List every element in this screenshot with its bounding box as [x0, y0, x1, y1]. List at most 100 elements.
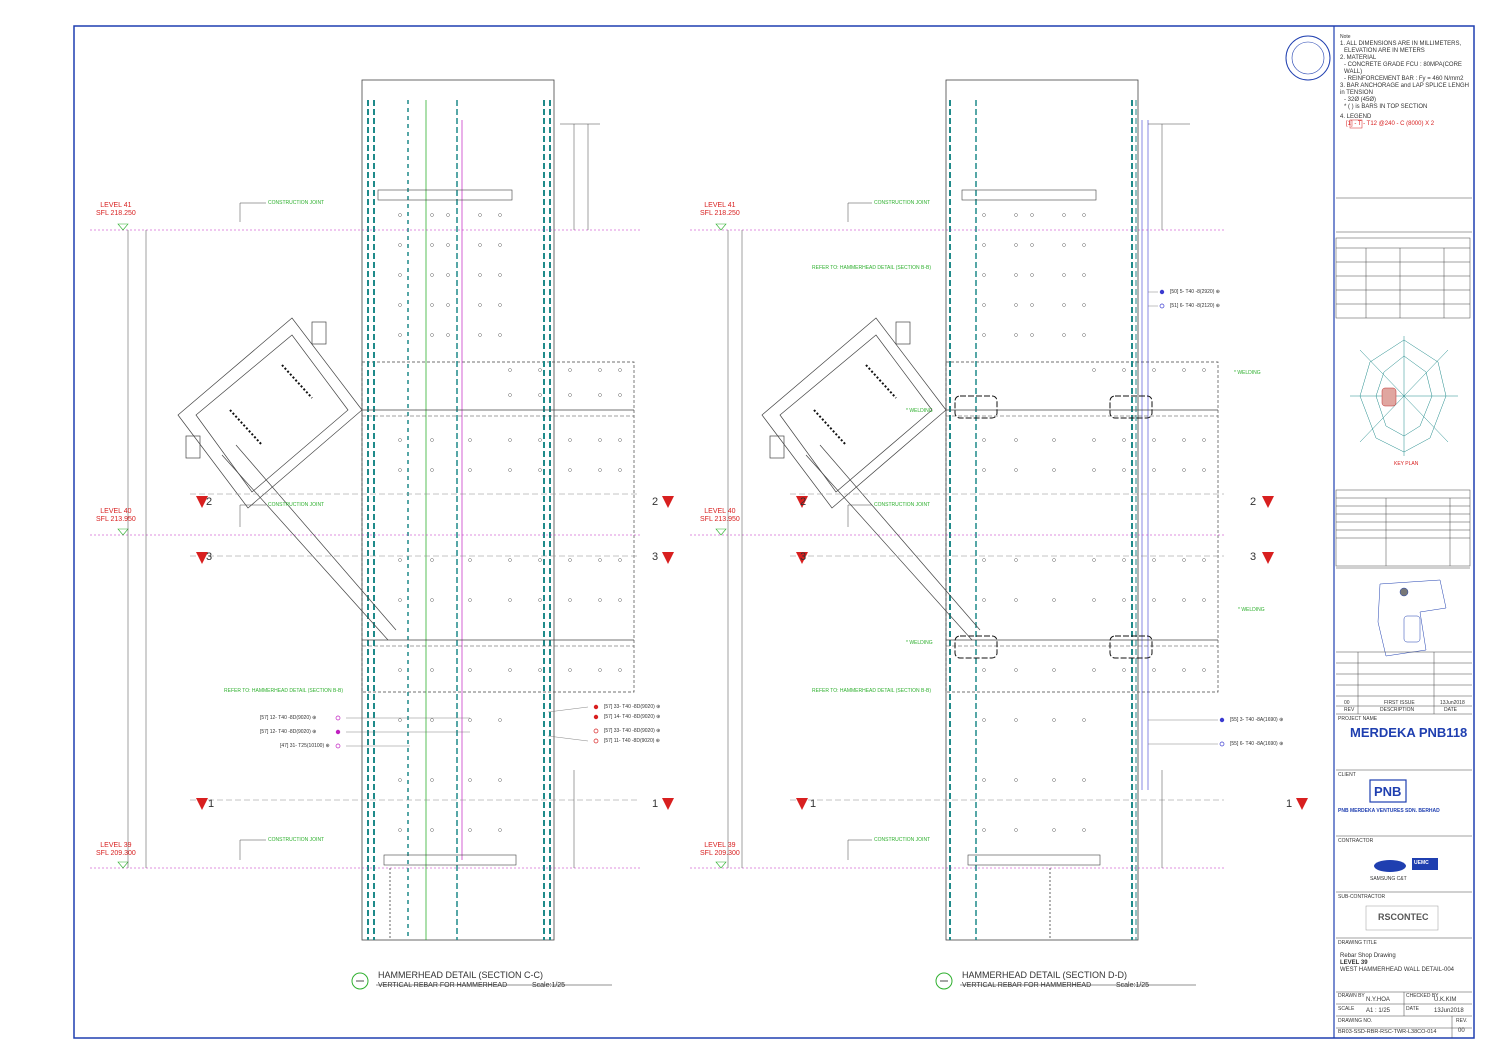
key-plan-diagram	[1350, 336, 1458, 456]
level-lines-right	[690, 223, 1224, 869]
checked-by: U.K.KIM	[1434, 997, 1457, 1003]
welding-label: * WELDING	[1234, 370, 1261, 376]
section-number: 3	[652, 551, 659, 563]
level-name: LEVEL 41	[100, 202, 132, 209]
level-sfl: SFL 218.250	[96, 210, 136, 217]
construction-joint-label: CONSTRUCTION JOINT	[268, 837, 325, 843]
drawing-number-label: DRAWING NO.	[1338, 1018, 1373, 1024]
contractor-label: CONTRACTOR	[1338, 838, 1374, 844]
key-plan-highlight	[1381, 387, 1397, 407]
drawing-title-line: Rebar Shop Drawing	[1340, 953, 1396, 959]
construction-joint-label: CONSTRUCTION JOINT	[874, 200, 931, 206]
refer-hammerhead-label: REFER TO: HAMMERHEAD DETAIL (SECTION B-B…	[812, 265, 931, 271]
note-line: * ( ) is BARS IN TOP SECTION	[1344, 104, 1428, 110]
drawn-by-label: DRAWN BY	[1338, 993, 1365, 999]
section-number: 2	[800, 496, 807, 508]
construction-joint-label: CONSTRUCTION JOINT	[268, 502, 325, 508]
level-name: LEVEL 40	[704, 508, 736, 515]
bar-callout: [57] 14- T40 -8D(9020) ⊕	[604, 714, 661, 720]
scale-label: SCALE	[1338, 1006, 1355, 1012]
welding-label: * WELDING	[906, 408, 933, 414]
samsung-logo-text: SAMSUNG C&T	[1370, 876, 1407, 882]
wall-outline-right	[945, 79, 1139, 941]
section-number: 1	[1286, 798, 1293, 810]
drawing-title-label: DRAWING TITLE	[1338, 940, 1377, 946]
client-logo: PNB	[1374, 784, 1402, 799]
view-section-d-d	[690, 79, 1308, 990]
drawing-rev: 00	[1458, 1028, 1465, 1034]
section-marker-2-right	[662, 496, 674, 508]
view-title: HAMMERHEAD DETAIL (SECTION D-D)	[962, 970, 1128, 980]
rev-header-date: DATE	[1444, 707, 1457, 713]
bar-callout: [57] 12- T40 -8D(9020) ⊕	[260, 715, 317, 721]
welding-box	[954, 395, 998, 419]
client-logo-box	[1369, 779, 1407, 803]
dowel-dot-grid-left	[398, 213, 622, 832]
level-sfl: SFL 209.300	[96, 850, 136, 857]
section-number: 3	[800, 551, 807, 563]
rev-date: 13Jun2018	[1440, 700, 1465, 706]
rev-header-rev: REV	[1344, 707, 1355, 713]
welding-label: * WELDING	[906, 640, 933, 646]
section-number: 2	[206, 496, 213, 508]
view-subtitle: VERTICAL REBAR FOR HAMMERHEAD	[962, 982, 1092, 989]
notes-heading: Note	[1340, 34, 1351, 40]
section-marker-2-left	[196, 496, 208, 508]
level-sfl: SFL 209.300	[700, 850, 740, 857]
wall-outline	[361, 79, 555, 941]
subcontractor-logo-text: RSCONTEC	[1378, 912, 1429, 922]
welding-box	[1109, 395, 1153, 419]
client-name: PNB MERDEKA VENTURES SDN. BERHAD	[1338, 808, 1440, 814]
welding-box	[954, 635, 998, 659]
note-line: 3. BAR ANCHORAGE and LAP SPLICE LENGH in…	[1340, 83, 1469, 96]
project-name-label: PROJECT NAME	[1338, 716, 1378, 722]
client-label: CLIENT	[1338, 772, 1356, 778]
note-line: 2. MATERIAL	[1340, 55, 1377, 61]
level-lines-left	[90, 223, 640, 869]
subcontractor-label: SUB-CONTRACTOR	[1338, 894, 1386, 900]
construction-joint-label: CONSTRUCTION JOINT	[268, 200, 325, 206]
title-block	[1285, 35, 1472, 1038]
welding-box	[1109, 635, 1153, 659]
uemc-logo-text: UEMC	[1414, 860, 1429, 866]
steel-diagonal-member-left	[177, 317, 397, 641]
bar-callout: [57] 12- T40 -8D(9020) ⊕	[260, 729, 317, 735]
section-number: 1	[810, 798, 817, 810]
date-label: DATE	[1406, 1006, 1419, 1012]
rev-description: FIRST ISSUE	[1384, 700, 1415, 706]
uemc-logo	[1412, 858, 1438, 870]
view-subtitle: VERTICAL REBAR FOR HAMMERHEAD	[378, 982, 508, 989]
bar-callout: [55] 6- T40 -8A(1690) ⊕	[1230, 741, 1284, 747]
section-number: 2	[652, 496, 659, 508]
level-name: LEVEL 40	[100, 508, 132, 515]
dowel-dot-grid-right	[982, 213, 1206, 832]
drawing-title-line: WEST HAMMERHEAD WALL DETAIL-004	[1340, 967, 1455, 973]
bar-callout: [47] 31- T25(10100) ⊕	[280, 743, 330, 749]
rscontec-logo-box	[1365, 905, 1439, 931]
bar-callout: [57] 11- T40 -8D(9020) ⊕	[604, 738, 660, 744]
bar-callout: [51] 6- T40 -8(2120) ⊕	[1170, 303, 1220, 309]
key-plan-label: KEY PLAN	[1394, 461, 1419, 467]
checked-by-label: CHECKED BY	[1406, 993, 1439, 999]
section-marker-1-left	[196, 798, 208, 810]
view-scale: Scale:1/25	[532, 982, 566, 989]
rev-header-description: DESCRIPTION	[1380, 707, 1415, 713]
site-plan-diagram	[1377, 579, 1447, 657]
construction-joint-label: CONSTRUCTION JOINT	[874, 502, 931, 508]
note-line: ELEVATION ARE IN METERS	[1344, 48, 1425, 54]
note-line: 1. ALL DIMENSIONS ARE IN MILLIMETERS,	[1340, 41, 1462, 47]
refer-hammerhead-label: REFER TO: HAMMERHEAD DETAIL (SECTION B-B…	[224, 688, 343, 694]
note-line: 4. LEGEND	[1340, 114, 1372, 120]
view-title-marker	[935, 972, 953, 990]
hammerhead-outline	[361, 361, 635, 693]
refer-hammerhead-label: REFER TO: HAMMERHEAD DETAIL (SECTION B-B…	[812, 688, 931, 694]
level-sfl: SFL 218.250	[700, 210, 740, 217]
level-name: LEVEL 39	[704, 842, 736, 849]
legend-code: [1] - T - T12 @240 - C (8000) X 2	[1346, 121, 1435, 127]
samsung-logo	[1374, 860, 1406, 872]
view-section-c-c	[90, 79, 674, 990]
note-line: - 32Ø (45Ø)	[1344, 97, 1377, 103]
section-number: 2	[1250, 496, 1257, 508]
drawing-number: BR03-SSD-RBR-RSC-TWR-L38CO-014	[1338, 1029, 1437, 1035]
